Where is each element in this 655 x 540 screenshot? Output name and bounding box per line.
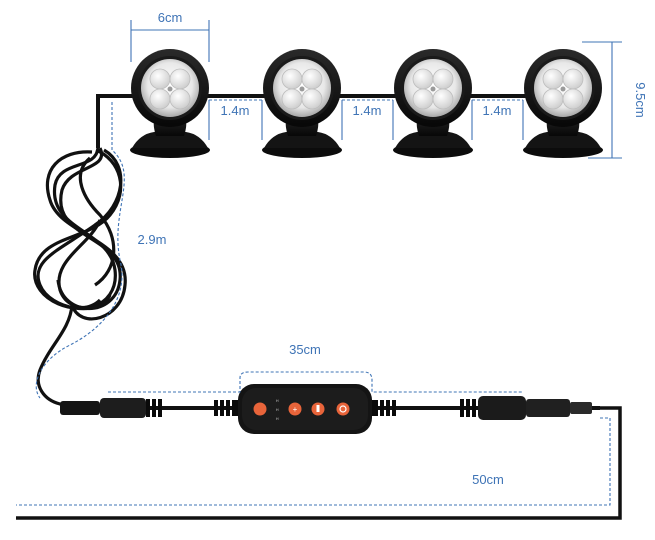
remote-controller: H H H + bbox=[238, 384, 372, 434]
controller-left-strain bbox=[214, 400, 238, 416]
output-cable-label: 50cm bbox=[472, 472, 504, 487]
spacing-1-label: 1.4m bbox=[221, 103, 250, 118]
controller-cable-label: 35cm bbox=[289, 342, 321, 357]
lead-cable-label: 2.9m bbox=[138, 232, 167, 247]
svg-text:H: H bbox=[276, 408, 279, 412]
spacing-2-label: 1.4m bbox=[353, 103, 382, 118]
plus-button-icon[interactable] bbox=[288, 402, 302, 416]
spotlight-icon bbox=[392, 48, 474, 159]
right-connector bbox=[460, 396, 592, 420]
spotlight-icon bbox=[261, 48, 343, 159]
timer-button-icon[interactable] bbox=[253, 402, 267, 416]
light-height-label: 9.5cm bbox=[633, 82, 648, 117]
spotlight-icon bbox=[129, 48, 211, 159]
spotlight-icon bbox=[522, 48, 604, 159]
cable-network bbox=[16, 94, 622, 520]
left-connector bbox=[60, 398, 162, 418]
light-width-label: 6cm bbox=[158, 10, 183, 25]
dimension-lines bbox=[16, 20, 622, 506]
svg-text:H: H bbox=[276, 399, 279, 403]
spacing-3-label: 1.4m bbox=[483, 103, 512, 118]
svg-text:H: H bbox=[276, 417, 279, 421]
power-button-icon[interactable] bbox=[336, 402, 350, 416]
controller-right-strain bbox=[372, 400, 396, 416]
svg-text:+: + bbox=[293, 405, 298, 414]
